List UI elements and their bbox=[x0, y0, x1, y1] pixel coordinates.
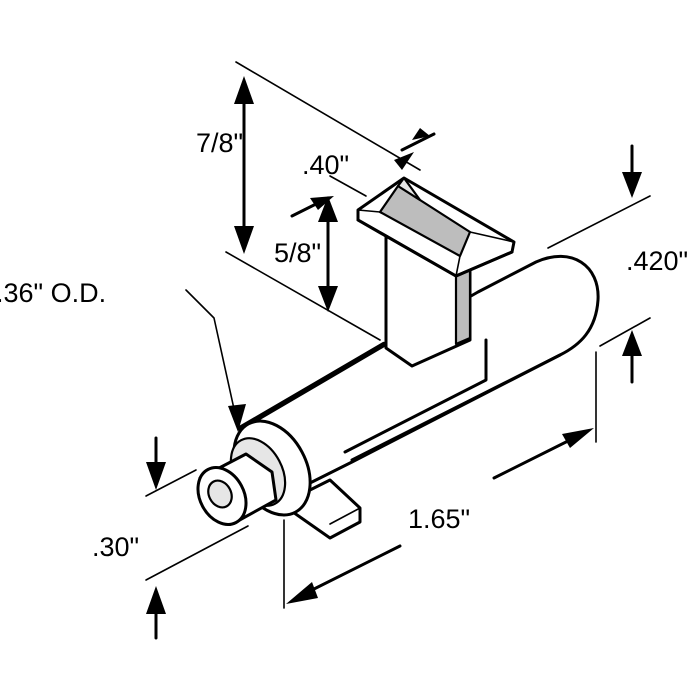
t-head bbox=[356, 176, 516, 368]
label-36-od: .36" O.D. bbox=[0, 278, 106, 308]
dim-420 bbox=[547, 144, 651, 384]
label-7-8: 7/8" bbox=[196, 128, 243, 158]
cylinder-body bbox=[237, 254, 600, 490]
dim-165 bbox=[283, 351, 597, 609]
label-40: .40" bbox=[302, 150, 349, 180]
dim-7-8 bbox=[225, 61, 421, 341]
label-5-8: 5/8" bbox=[274, 238, 321, 268]
label-420: .420" bbox=[626, 246, 688, 276]
dim-5-8 bbox=[318, 196, 338, 312]
label-165: 1.65" bbox=[408, 504, 470, 534]
dim-30 bbox=[145, 436, 249, 640]
dim-36-od bbox=[185, 289, 246, 432]
tip bbox=[196, 452, 278, 526]
label-30: .30" bbox=[92, 532, 139, 562]
